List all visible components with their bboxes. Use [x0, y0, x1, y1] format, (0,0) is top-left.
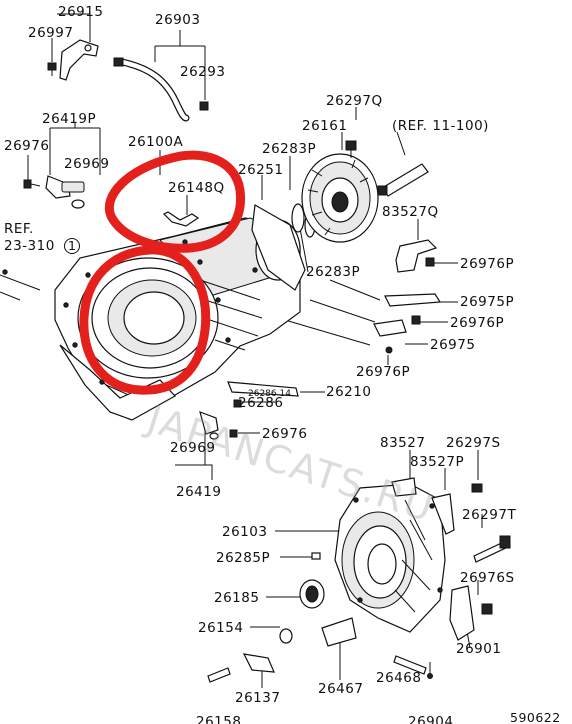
part-26103-extension-housing — [334, 483, 446, 633]
label-26997: 26997 — [28, 25, 73, 41]
part-26210-bracket — [227, 381, 299, 408]
part-26251-gasket — [251, 204, 306, 291]
part-26903-hose — [113, 57, 209, 122]
label-26100A: 26100A — [128, 134, 183, 150]
part-26997-bolt — [47, 62, 57, 76]
red-annotation-marks — [79, 150, 246, 395]
label-26904: 26904 — [408, 714, 453, 724]
part-labels: 26915 26997 26903 26293 26419P 26976 269… — [4, 4, 561, 724]
small-code-label: 26286 14 — [248, 389, 291, 399]
part-26467-clamp — [321, 617, 357, 647]
label-26969-top: 26969 — [64, 156, 109, 172]
label-26975P: 26975P — [460, 294, 514, 310]
label-26468: 26468 — [376, 670, 421, 686]
part-83527Q-bracket — [395, 239, 438, 273]
label-circled-ref: 1 — [68, 238, 76, 253]
label-26285P: 26285P — [216, 550, 270, 566]
label-26161: 26161 — [302, 118, 347, 134]
label-26283P-bottom: 26283P — [306, 264, 360, 280]
label-26467: 26467 — [318, 681, 363, 697]
label-ref: REF. — [4, 221, 34, 237]
label-26975: 26975 — [430, 337, 475, 353]
label-26297T: 26297T — [462, 507, 516, 523]
part-26468-rod — [393, 655, 433, 679]
part-26419P-sensor — [23, 175, 85, 209]
part-26297T-bolt — [473, 535, 511, 563]
part-26975-bracket — [373, 319, 407, 354]
label-26158: 26158 — [196, 714, 241, 724]
label-26969-bottom: 26969 — [170, 440, 215, 456]
part-drawings — [2, 39, 511, 683]
label-26210: 26210 — [326, 384, 371, 400]
part-26283P-seal-top — [291, 203, 305, 233]
label-26419: 26419 — [176, 484, 221, 500]
label-26103: 26103 — [222, 524, 267, 540]
part-26975P-plate — [384, 293, 442, 325]
part-26185-seal — [299, 579, 325, 609]
label-26976-left: 26976 — [4, 138, 49, 154]
part-26158-rod — [207, 667, 231, 683]
label-83527: 83527 — [380, 435, 425, 451]
part-26161-oil-pump — [301, 140, 379, 243]
part-ref-11-100-tube — [377, 163, 429, 197]
label-26293: 26293 — [180, 64, 225, 80]
label-26148Q: 26148Q — [168, 180, 225, 196]
label-26976S: 26976S — [460, 570, 515, 586]
drawing-code: 590622 — [510, 710, 561, 724]
label-26976P-1: 26976P — [460, 256, 514, 272]
label-26286: 26286 — [238, 395, 283, 411]
part-26154-ring — [279, 628, 293, 644]
label-83527Q: 83527Q — [382, 204, 439, 220]
watermark-text: JAPANCATS.RU — [140, 396, 440, 531]
label-ref-11-100: (REF. 11-100) — [392, 118, 489, 134]
label-26137: 26137 — [235, 690, 280, 706]
label-26297Q: 26297Q — [326, 93, 383, 109]
part-26901-bracket — [449, 585, 475, 641]
part-26419-sensor — [199, 411, 238, 440]
label-23-310: 23-310 — [4, 238, 55, 254]
circled-ref-ring — [64, 238, 80, 254]
label-83527P: 83527P — [410, 454, 464, 470]
part-26976S-bolt — [481, 603, 493, 615]
part-26915-bracket — [59, 39, 99, 81]
label-26419P: 26419P — [42, 111, 96, 127]
part-26137-bracket — [242, 653, 275, 673]
part-83527-bracket — [391, 477, 483, 535]
label-26915: 26915 — [58, 4, 103, 20]
label-26185: 26185 — [214, 590, 259, 606]
part-26285P-pin — [311, 552, 321, 560]
part-26148Q-clip — [162, 211, 200, 227]
label-26976-mid: 26976 — [262, 426, 307, 442]
label-26154: 26154 — [198, 620, 243, 636]
label-26283P-top: 26283P — [262, 141, 316, 157]
label-26976P-2: 26976P — [450, 315, 504, 331]
label-26903: 26903 — [155, 12, 200, 28]
label-26976P-3: 26976P — [356, 364, 410, 380]
label-26251: 26251 — [238, 162, 283, 178]
label-26901: 26901 — [456, 641, 501, 657]
label-26297S: 26297S — [446, 435, 501, 451]
